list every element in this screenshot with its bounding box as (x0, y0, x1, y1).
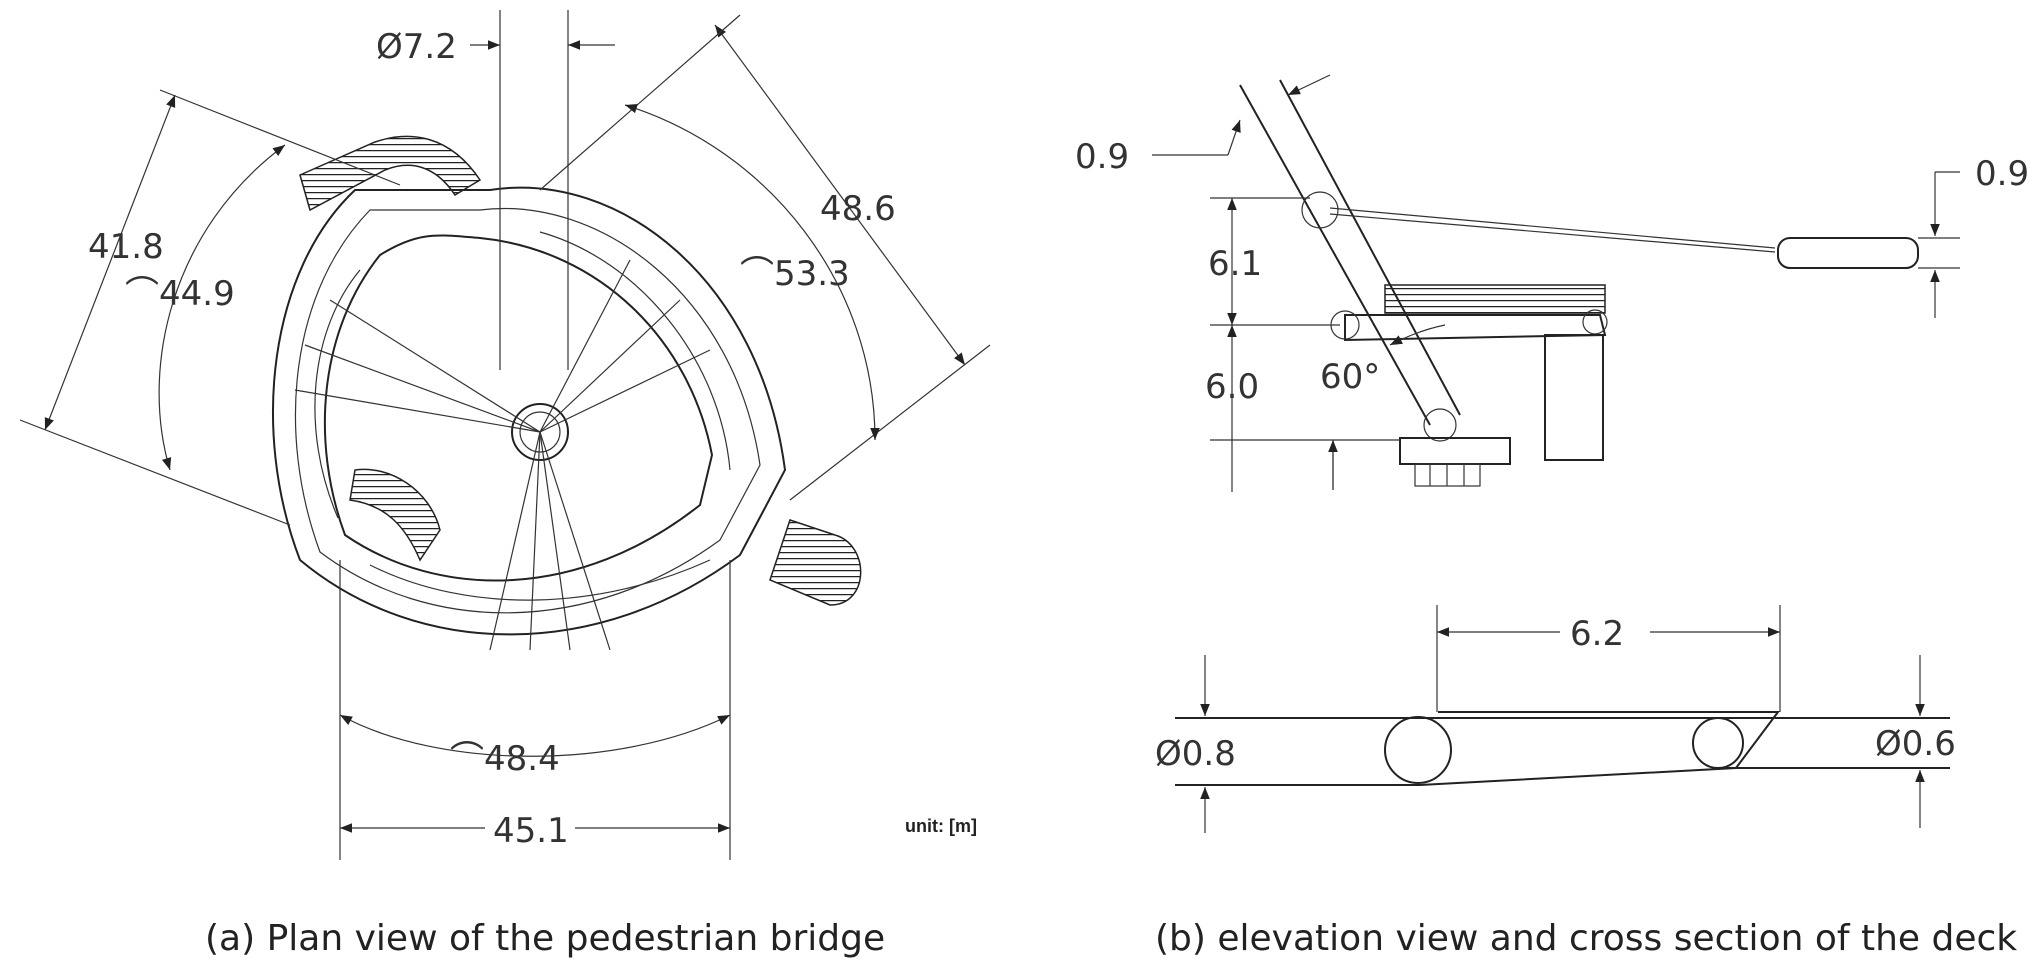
deck-hatched (1384, 284, 1606, 314)
mast-edge-1 (1239, 84, 1431, 426)
cable-fan (294, 259, 711, 651)
stay-cable-2 (1329, 213, 1776, 253)
plan-view: Ø7.2 41.8 ⌒44.9 48.6 ⌒53.3 ⌒48.4 45.1 un… (19, 10, 991, 860)
section-tube-right (1692, 717, 1744, 769)
mast-outer (511, 403, 569, 461)
cable-anchor-top (1301, 191, 1339, 229)
dim-left-length: 41.8 (88, 227, 164, 267)
dim-diameter-right: Ø0.6 (1875, 724, 1956, 764)
angle-arc (1389, 324, 1446, 346)
railing-left (314, 269, 361, 519)
dim-right-ext-bottom (789, 344, 991, 501)
stay-cable-1 (1329, 207, 1776, 249)
cable-dim-arrow-right (1287, 74, 1331, 96)
dim-bottom-arc (339, 714, 731, 757)
deck-girder (1344, 314, 1607, 342)
caption-elevation-view: (b) elevation view and cross section of … (1155, 918, 2017, 959)
mast-base-joint (1423, 408, 1457, 442)
dim-right-length: 48.6 (820, 189, 896, 229)
section-tube-left (1384, 716, 1452, 784)
deck-edge-tube (1777, 237, 1919, 269)
mast-foundation (1399, 437, 1511, 465)
elevation-view: 0.9 0.9 6.1 6.0 60° 6.2 (1075, 74, 2029, 833)
deck-inner-edge (294, 208, 761, 614)
dim-left-length-line (44, 94, 176, 431)
dim-height-upper: 6.1 (1208, 244, 1262, 284)
dim-left-arc-label: ⌒44.9 (125, 274, 235, 314)
deck-outer-edge (272, 186, 787, 636)
cable-dim-lead-left (1227, 119, 1241, 156)
dim-bottom-length: 45.1 (493, 811, 569, 851)
dim-right-arc-label: ⌒53.3 (740, 254, 850, 294)
caption-plan-view: (a) Plan view of the pedestrian bridge (205, 918, 885, 959)
ramp-bottom-right (769, 519, 862, 606)
deck-inner-void (323, 234, 714, 582)
unit-label: unit: [m] (905, 816, 977, 836)
dim-diameter-left: Ø0.8 (1155, 734, 1236, 774)
railing-bottom (369, 559, 711, 601)
mast-inner (519, 411, 561, 453)
pier (1544, 334, 1604, 461)
dim-mast-diameter: Ø7.2 (376, 27, 457, 67)
dim-height-lower: 6.0 (1205, 367, 1259, 407)
dim-left-arc (158, 144, 286, 471)
ramp-bottom-left (349, 468, 441, 562)
dim-right-arc (624, 103, 880, 441)
ramp-top-left (299, 135, 482, 212)
dim-angle: 60° (1320, 357, 1380, 397)
dim-deck-width: 6.2 (1570, 614, 1624, 654)
dim-cable-right: 0.9 (1975, 154, 2029, 194)
dim-left-ext-top (159, 89, 401, 186)
dim-left-ext-bottom (19, 419, 291, 526)
mast-edge-2 (1279, 79, 1461, 416)
dim-cable-left: 0.9 (1075, 137, 1129, 177)
dim-right-ext-top (539, 14, 741, 191)
section-deck (1419, 711, 1780, 786)
dim-bottom-arc-label: ⌒48.4 (450, 739, 560, 779)
